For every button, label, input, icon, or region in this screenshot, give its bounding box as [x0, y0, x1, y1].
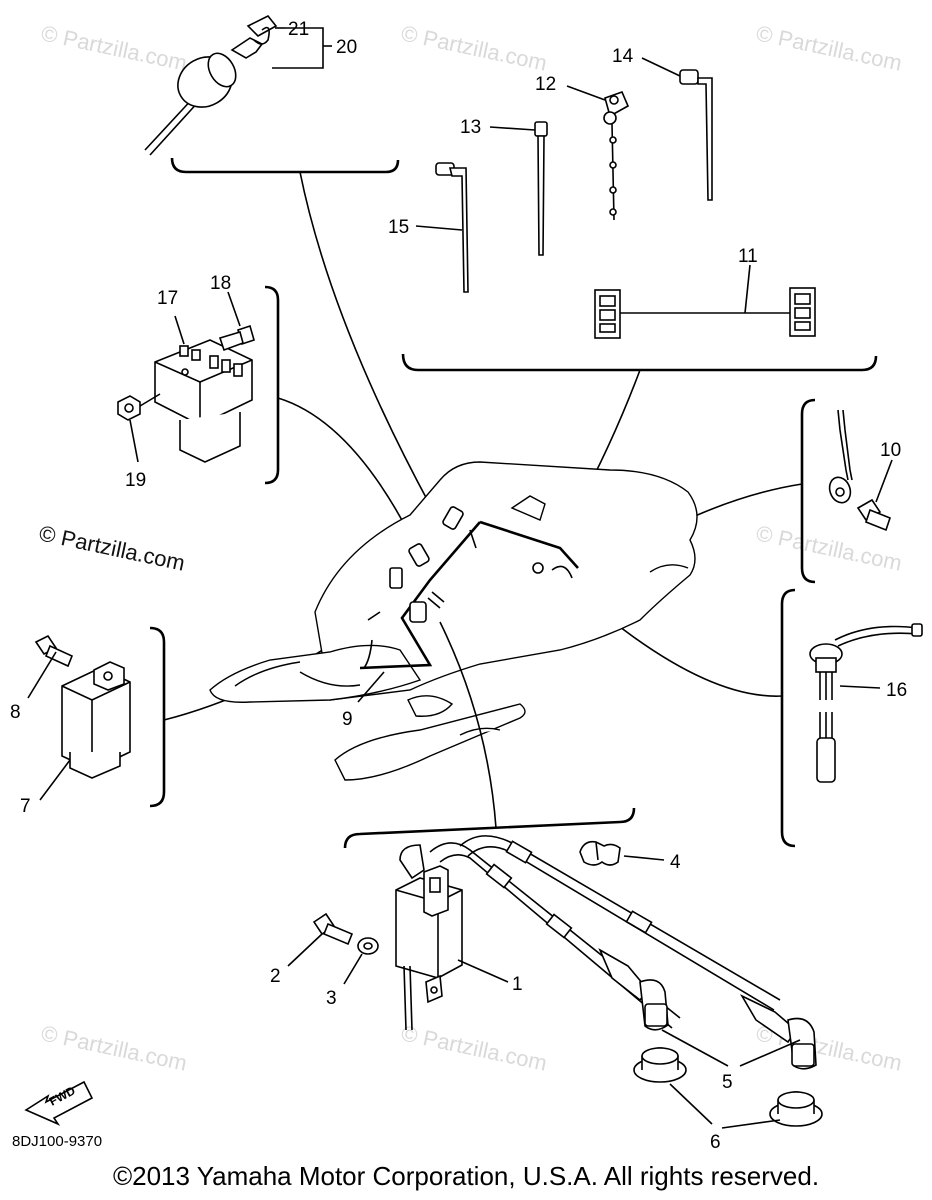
watermark-main: © Partzilla.com: [37, 520, 187, 575]
part-10-bolt: [856, 459, 893, 532]
snowmobile-body: [209, 461, 698, 781]
part-5-plug-cap-right: [739, 994, 817, 1070]
diagram-code: 8DJ100-9370: [12, 1133, 102, 1150]
leader-6b: [721, 1119, 781, 1129]
part-17-relay: [154, 315, 253, 463]
part-15-cable-tie: [415, 162, 469, 293]
bracket-switch: [170, 157, 400, 174]
callout-11: 11: [738, 246, 758, 267]
leader-6a: [669, 1083, 713, 1125]
part-11-wire-harness-connector: [594, 264, 816, 339]
callout-18: 18: [210, 273, 231, 294]
bracket-ground: [800, 398, 816, 584]
callout-9: 9: [342, 709, 353, 730]
bracket-relay: [264, 285, 280, 485]
callout-12: 12: [535, 74, 556, 95]
watermark: © Partzilla.com: [399, 1020, 549, 1075]
part-8-bolt: [27, 634, 74, 699]
callout-6: 6: [710, 1132, 721, 1153]
bracket-sensor: [780, 588, 796, 848]
leader-relay: [277, 397, 411, 536]
part-19-nut: [117, 393, 161, 463]
part-12-clamp: [566, 85, 630, 221]
part-5-plug-cap-left: [598, 948, 669, 1031]
watermark: © Partzilla.com: [39, 20, 189, 75]
part-7-cdi-unit: [39, 661, 131, 801]
bracket-ties: [401, 353, 878, 372]
watermark: © Partzilla.com: [754, 20, 904, 75]
callout-19: 19: [125, 470, 146, 491]
leader-5b: [739, 1039, 801, 1067]
bracket-ignition: [343, 807, 636, 849]
callout-15: 15: [388, 217, 409, 238]
callout-4: 4: [670, 852, 681, 873]
part-16-sensor: [809, 623, 923, 783]
callout-21: 21: [288, 19, 309, 40]
part-2-bolt: [287, 912, 354, 967]
callout-3: 3: [326, 988, 337, 1009]
part-13-cable-tie: [489, 121, 548, 256]
callout-17: 17: [157, 288, 178, 309]
callout-16: 16: [886, 680, 907, 701]
part-10-ground-lead: [828, 409, 853, 504]
part-6-plug-cover-right: [769, 1091, 823, 1127]
fwd-arrow-icon: FWD: [24, 1080, 94, 1126]
callout-20: 20: [336, 37, 357, 58]
high-tension-leads: [429, 835, 781, 1029]
part-3-washer: [343, 937, 379, 985]
part-4-clamp: [579, 840, 665, 866]
callout-8: 8: [10, 702, 21, 723]
part-6-plug-cover-left: [633, 1047, 687, 1083]
callout-5: 5: [722, 1072, 733, 1093]
leader-5a: [661, 1029, 729, 1067]
watermark: © Partzilla.com: [39, 1020, 189, 1075]
copyright-line: ©2013 Yamaha Motor Corporation, U.S.A. A…: [113, 1161, 819, 1191]
part-20-main-switch: [144, 14, 332, 156]
callout-13: 13: [460, 117, 481, 138]
part-14-cable-tie: [641, 57, 713, 201]
callout-7: 7: [20, 796, 31, 817]
callout-1: 1: [512, 974, 523, 995]
bracket-cdi: [149, 626, 166, 808]
leader-ignition: [439, 621, 497, 829]
callout-14: 14: [612, 46, 634, 67]
part-1-ignition-coil: [395, 844, 509, 1031]
watermark: © Partzilla.com: [399, 20, 549, 75]
part-18-bolt: [218, 291, 255, 352]
callout-10: 10: [880, 440, 901, 461]
leader-9: [357, 671, 385, 703]
leader-switch: [299, 171, 431, 506]
callout-2: 2: [270, 966, 281, 987]
